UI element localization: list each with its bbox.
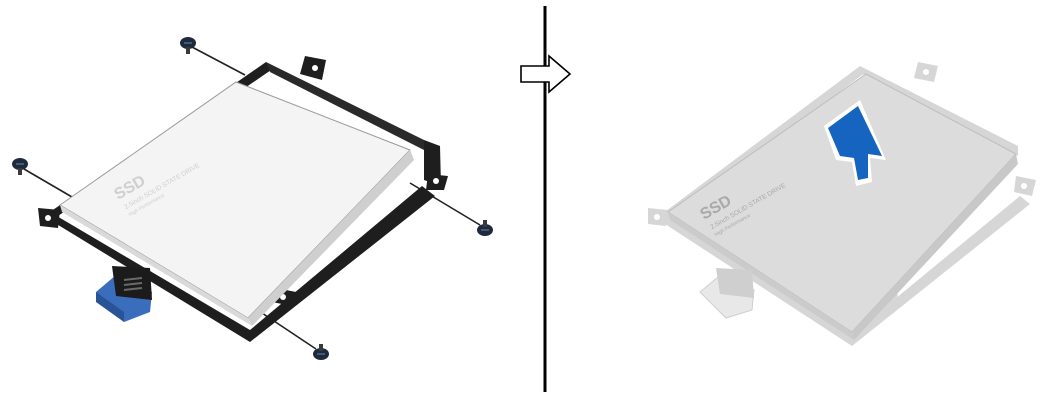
- pull-tab: [96, 266, 152, 322]
- left-panel: SSD 2.5inch SOLID STATE DRIVE High Perfo…: [12, 37, 493, 360]
- screw-guide-line: [192, 47, 245, 75]
- screw-icon: [313, 344, 329, 360]
- screw-icon: [180, 37, 196, 54]
- screw-icon: [12, 158, 28, 175]
- screw-guide-line: [24, 169, 72, 197]
- right-panel: SSD 2.5inch SOLID STATE DRIVE High Perfo…: [648, 62, 1036, 346]
- pull-tab: [700, 268, 754, 318]
- screw-icon: [477, 220, 493, 236]
